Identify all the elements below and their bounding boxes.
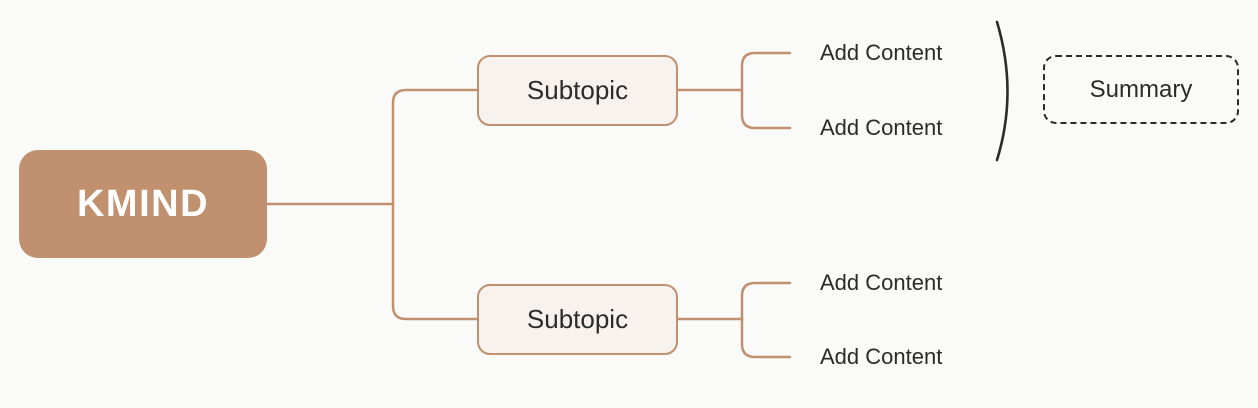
connector-subtopic-1-to-leaf-2 [740,88,792,130]
summary-node-label: Summary [1089,75,1193,103]
connector-root-to-subtopic-2 [391,202,479,321]
leaf-node-1[interactable]: Add Content [820,40,943,65]
root-node-label: KMIND [76,182,210,225]
subtopic-node-1[interactable]: Subtopic [477,55,678,126]
subtopic-node-2-label: Subtopic [526,304,629,334]
subtopic-node-2[interactable]: Subtopic [477,284,678,355]
summary-node[interactable]: Summary [1043,55,1239,124]
subtopic-node-1-label: Subtopic [526,75,629,105]
connector-subtopic-1-to-leaf-1 [740,51,792,92]
leaf-node-2[interactable]: Add Content [820,115,943,140]
leaf-node-4[interactable]: Add Content [820,344,943,369]
root-node[interactable]: KMIND [19,150,267,258]
connector-subtopic-2-to-leaf-3 [740,281,792,321]
connector-subtopic-2-to-leaf-4 [740,317,792,359]
leaf-node-3[interactable]: Add Content [820,270,943,295]
connector-root-to-subtopic-1 [391,88,479,206]
grouping-brace-icon [995,20,1009,162]
